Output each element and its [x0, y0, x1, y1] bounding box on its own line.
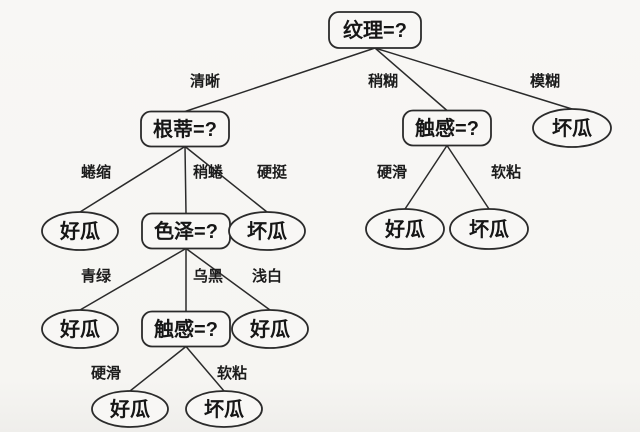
node-label-good-4: 好瓜 — [249, 317, 290, 341]
node-shape-ellipse — [449, 208, 529, 250]
edge-texture-touch-r — [374, 47, 448, 112]
edge-touch-l-bad-4 — [185, 345, 225, 392]
node-shape-rect — [402, 109, 492, 147]
node-label-bad-3: 坏瓜 — [469, 218, 509, 241]
node-shape-ellipse — [365, 208, 445, 250]
edge-label-stem-bad-2: 硬挺 — [257, 163, 288, 181]
edge-label-color-touch-l: 乌黑 — [193, 267, 223, 285]
leaf-node-bad-2: 坏瓜 — [228, 211, 306, 251]
node-shape-ellipse — [532, 108, 612, 148]
edge-texture-bad-1 — [374, 47, 573, 110]
leaf-node-bad-4: 坏瓜 — [185, 390, 263, 428]
edge-color-good-4 — [185, 247, 271, 311]
edge-label-stem-color: 稍蜷 — [193, 163, 224, 181]
edge-stem-color — [184, 145, 187, 215]
leaf-node-bad-1: 坏瓜 — [532, 108, 612, 148]
decision-node-touch-r: 触感=? — [402, 109, 492, 147]
edge-touch-r-good-2 — [404, 144, 448, 210]
edge-label-texture-stem: 清晰 — [190, 72, 220, 90]
decision-node-texture: 纹理=? — [328, 11, 422, 49]
edge-label-texture-bad-1: 模糊 — [530, 72, 560, 90]
node-label-touch-r: 触感=? — [415, 116, 479, 140]
leaf-node-good-3: 好瓜 — [41, 309, 119, 349]
leaf-node-good-1: 好瓜 — [41, 211, 119, 251]
node-shape-ellipse — [41, 211, 119, 251]
node-label-bad-2: 坏瓜 — [247, 220, 287, 243]
node-label-stem: 根蒂=? — [153, 117, 217, 141]
node-label-bad-1: 坏瓜 — [552, 117, 592, 140]
edge-touch-r-bad-3 — [446, 144, 490, 210]
edge-label-color-good-3: 青绿 — [81, 267, 112, 285]
edge-touch-l-good-5 — [129, 345, 187, 392]
edge-label-touch-r-good-2: 硬滑 — [377, 164, 407, 181]
node-shape-ellipse — [231, 309, 309, 349]
node-label-good-2: 好瓜 — [384, 217, 425, 241]
decision-node-stem: 根蒂=? — [140, 110, 230, 148]
leaf-node-good-5: 好瓜 — [91, 390, 169, 428]
node-label-color: 色泽=? — [154, 219, 218, 243]
node-label-texture: 纹理=? — [343, 18, 407, 42]
node-label-good-5: 好瓜 — [109, 397, 150, 421]
edge-label-color-good-4: 浅白 — [252, 267, 282, 285]
edge-stem-good-1 — [79, 145, 186, 213]
node-shape-rect — [328, 11, 422, 49]
leaf-node-good-2: 好瓜 — [365, 208, 445, 250]
node-shape-ellipse — [228, 211, 306, 251]
edge-label-touch-r-bad-3: 软粘 — [491, 163, 521, 181]
edge-label-stem-good-1: 蜷缩 — [81, 163, 111, 181]
node-shape-ellipse — [185, 390, 263, 428]
leaf-node-good-4: 好瓜 — [231, 309, 309, 349]
edge-color-good-3 — [79, 247, 187, 311]
edge-texture-stem — [184, 47, 376, 113]
node-label-good-3: 好瓜 — [59, 317, 100, 341]
node-label-touch-l: 触感=? — [154, 317, 218, 341]
decision-node-touch-l: 触感=? — [141, 310, 231, 348]
node-shape-ellipse — [91, 390, 169, 428]
edge-label-texture-touch-r: 稍糊 — [368, 72, 398, 90]
node-shape-rect — [141, 310, 231, 348]
edge-stem-bad-2 — [184, 145, 268, 213]
decision-node-color: 色泽=? — [141, 212, 231, 250]
node-label-bad-4: 坏瓜 — [204, 398, 244, 421]
node-label-good-1: 好瓜 — [59, 219, 100, 243]
leaf-node-bad-3: 坏瓜 — [449, 208, 529, 250]
edge-label-touch-l-bad-4: 软粘 — [217, 364, 247, 382]
node-shape-ellipse — [41, 309, 119, 349]
node-shape-rect — [140, 110, 230, 148]
edge-label-touch-l-good-5: 硬滑 — [91, 365, 121, 382]
